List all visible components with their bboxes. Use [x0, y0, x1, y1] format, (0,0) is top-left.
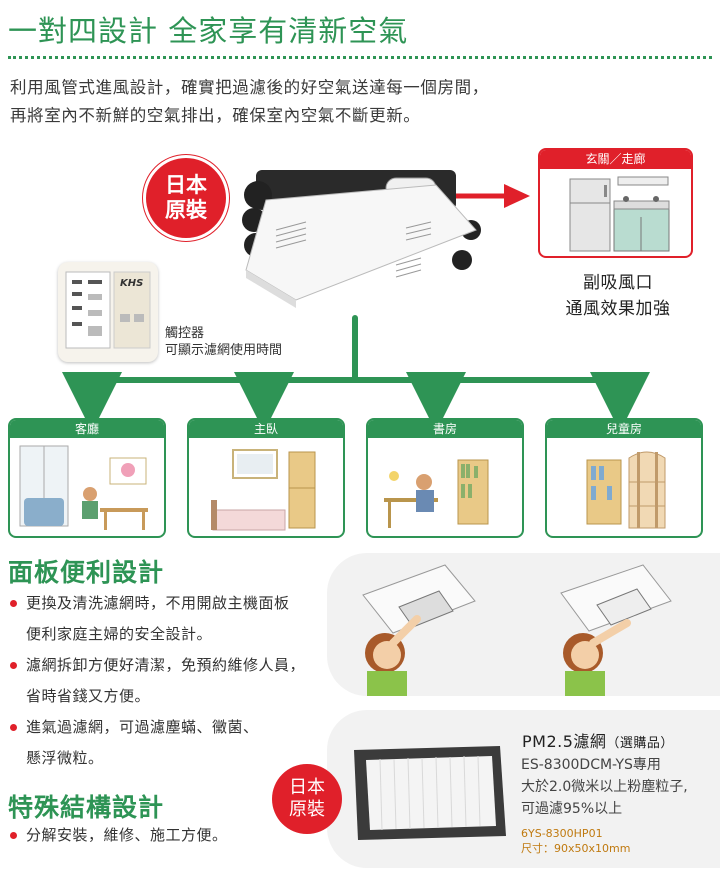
red-arrow-head	[504, 184, 530, 208]
study-room-illustration	[384, 459, 489, 528]
intro-line: 再將室內不新鮮的空氣排出，確保室內空氣不斷更新。	[10, 106, 421, 125]
filter-line: ES-8300DCM-YS專用	[521, 757, 661, 773]
bullet-line: 更換及清洗濾網時，不用開啟主機面板	[26, 594, 290, 612]
intro-text: 利用風管式進風設計，確實把過濾後的好空氣送達每一個房間， 再將室內不新鮮的空氣排…	[10, 74, 489, 130]
list-item: 進氣過濾網，可過濾塵蟎、黴菌、 懸浮微粒。	[8, 712, 318, 774]
caption-line: 副吸風口	[583, 273, 653, 293]
filter-description: ES-8300DCM-YS專用 大於2.0微米以上粉塵粒子, 可過濾95%以上	[521, 754, 688, 820]
structure-design-heading: 特殊結構設計	[8, 793, 165, 822]
page-title: 一對四設計 全家享有清新空氣	[8, 14, 409, 48]
bedroom-illustration	[211, 449, 316, 531]
filter-model-number: 6YS-8300HP01	[521, 827, 603, 840]
intro-line: 利用風管式進風設計，確實把過濾後的好空氣送達每一個房間，	[10, 78, 489, 97]
room-card-study: 書房	[366, 418, 524, 538]
made-in-japan-badge: 日本 原裝	[146, 158, 226, 238]
remote-caption: 觸控器 可顯示濾網使用時間	[165, 325, 282, 359]
entrance-card: 玄關／走廊	[538, 148, 693, 258]
room-card-living: 客廳	[8, 418, 166, 538]
caption-line: 觸控器	[165, 326, 205, 341]
room-card-kids: 兒童房	[545, 418, 703, 538]
filter-size: 尺寸：90x50x10mm	[521, 842, 631, 855]
sub-intake-caption: 副吸風口 通風效果加強	[548, 270, 688, 322]
list-item: 濾網拆卸方便好清潔，免預約維修人員， 省時省錢又方便。	[8, 650, 318, 712]
filter-model-info: 6YS-8300HP01 尺寸：90x50x10mm	[521, 826, 630, 856]
bullet-line: 分解安裝，維修、施工方便。	[26, 826, 228, 844]
badge-text: 日本	[289, 777, 325, 798]
filter-line: 大於2.0微米以上粉塵粒子,	[521, 779, 688, 795]
panel-design-bullets: 更換及清洗濾網時，不用開啟主機面板 便利家庭主婦的安全設計。 濾網拆卸方便好清潔…	[8, 588, 318, 774]
kids-room-illustration	[586, 451, 666, 529]
list-item: 分解安裝，維修、施工方便。	[8, 820, 318, 851]
dotted-divider	[8, 56, 712, 59]
room-card-master-bedroom: 主臥	[187, 418, 345, 538]
pm25-filter-image	[354, 746, 506, 840]
remote-controller-image: KHS	[58, 262, 158, 362]
room-label: 客廳	[10, 420, 164, 438]
room-label: 兒童房	[547, 420, 701, 438]
filter-title-main: PM2.5濾網	[522, 732, 607, 751]
filter-title: PM2.5濾網（選購品）	[522, 728, 674, 752]
bullet-line: 省時省錢又方便。	[26, 687, 151, 705]
panel-illustration-area	[327, 553, 720, 696]
kitchen-illustration	[569, 176, 670, 252]
list-item: 更換及清洗濾網時，不用開啟主機面板 便利家庭主婦的安全設計。	[8, 588, 318, 650]
caption-line: 通風效果加強	[565, 299, 671, 319]
room-label: 書房	[368, 420, 522, 438]
living-room-illustration	[19, 445, 148, 530]
bullet-line: 便利家庭主婦的安全設計。	[26, 625, 213, 643]
badge-text: 原裝	[165, 198, 207, 222]
bullet-line: 懸浮微粒。	[26, 749, 104, 767]
bullet-line: 進氣過濾網，可過濾塵蟎、黴菌、	[26, 718, 259, 736]
caption-line: 可顯示濾網使用時間	[165, 343, 283, 358]
filter-line: 可過濾95%以上	[521, 801, 623, 817]
filter-title-note: （選購品）	[606, 736, 674, 751]
bullet-line: 濾網拆卸方便好清潔，免預約維修人員，	[26, 656, 306, 674]
badge-text: 原裝	[289, 799, 325, 820]
structure-design-bullets: 分解安裝，維修、施工方便。	[8, 820, 318, 851]
entrance-label: 玄關／走廊	[540, 150, 691, 169]
made-in-japan-badge: 日本 原裝	[272, 764, 342, 834]
panel-design-heading: 面板便利設計	[8, 558, 165, 587]
remote-brand: KHS	[120, 278, 144, 289]
filter-replacement-illustration	[362, 564, 672, 696]
remote-graphic	[65, 271, 151, 349]
badge-text: 日本	[165, 173, 207, 197]
ventilation-unit-image	[242, 170, 481, 308]
room-label: 主臥	[189, 420, 343, 438]
